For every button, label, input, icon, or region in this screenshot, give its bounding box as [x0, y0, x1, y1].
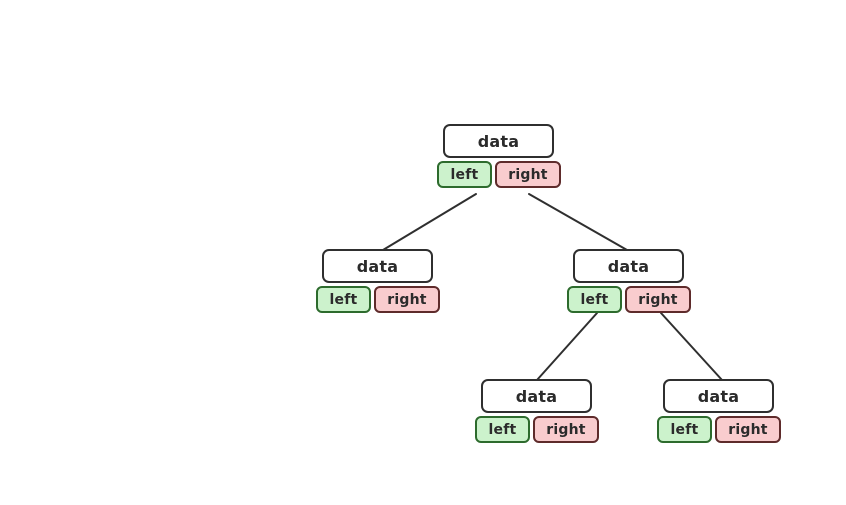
node-right-pointer: right: [495, 161, 561, 188]
node-left-pointer: left: [316, 286, 371, 313]
tree-node-right-right-grandchild: data left right: [657, 379, 781, 443]
node-pointer-row: left right: [567, 286, 691, 313]
node-left-pointer: left: [657, 416, 712, 443]
node-right-pointer: right: [374, 286, 440, 313]
node-pointer-row: left right: [316, 286, 440, 313]
node-pointer-row: left right: [657, 416, 781, 443]
node-left-pointer: left: [437, 161, 492, 188]
edge-root-to-left-child: [382, 193, 477, 251]
edge-right-to-left-grandchild: [536, 312, 598, 381]
tree-node-root: data left right: [437, 124, 561, 188]
node-right-pointer: right: [533, 416, 599, 443]
node-data-box: data: [573, 249, 684, 283]
node-left-pointer: left: [567, 286, 622, 313]
node-pointer-row: left right: [437, 161, 561, 188]
edge-right-to-right-grandchild: [660, 312, 723, 381]
tree-node-right-child: data left right: [567, 249, 691, 313]
node-data-box: data: [322, 249, 433, 283]
node-data-box: data: [481, 379, 592, 413]
node-right-pointer: right: [715, 416, 781, 443]
node-data-box: data: [663, 379, 774, 413]
node-right-pointer: right: [625, 286, 691, 313]
tree-node-left-child: data left right: [316, 249, 440, 313]
node-pointer-row: left right: [475, 416, 599, 443]
node-data-box: data: [443, 124, 554, 158]
tree-node-right-left-grandchild: data left right: [475, 379, 599, 443]
edge-root-to-right-child: [528, 193, 628, 251]
node-left-pointer: left: [475, 416, 530, 443]
